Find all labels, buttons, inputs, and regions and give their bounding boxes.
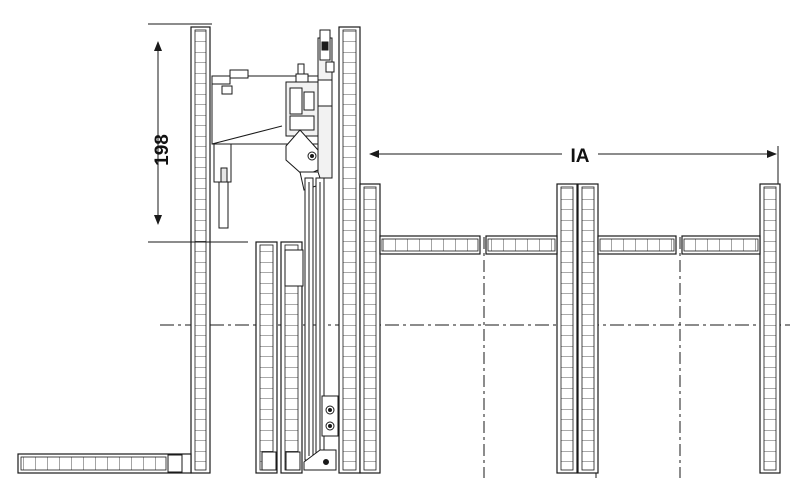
panel-inner-3 xyxy=(577,183,599,474)
panel-drawer-front-a xyxy=(255,241,278,474)
panel-drawer-front-b xyxy=(280,241,303,474)
lift-mechanism xyxy=(211,29,339,471)
panel-right-side xyxy=(759,183,781,474)
dimension-label-198: 198 xyxy=(152,134,173,166)
dimension-vertical xyxy=(148,23,248,243)
dimension-label-ia: IA xyxy=(571,146,590,167)
panel-left-side xyxy=(190,26,211,474)
panel-inner-1 xyxy=(359,183,381,474)
dimension-horizontal xyxy=(369,146,779,184)
panel-inner-2 xyxy=(556,183,578,474)
panel-main-front xyxy=(338,26,361,474)
shelf-top-row xyxy=(379,235,761,255)
plinth-bottom-left xyxy=(17,453,192,474)
